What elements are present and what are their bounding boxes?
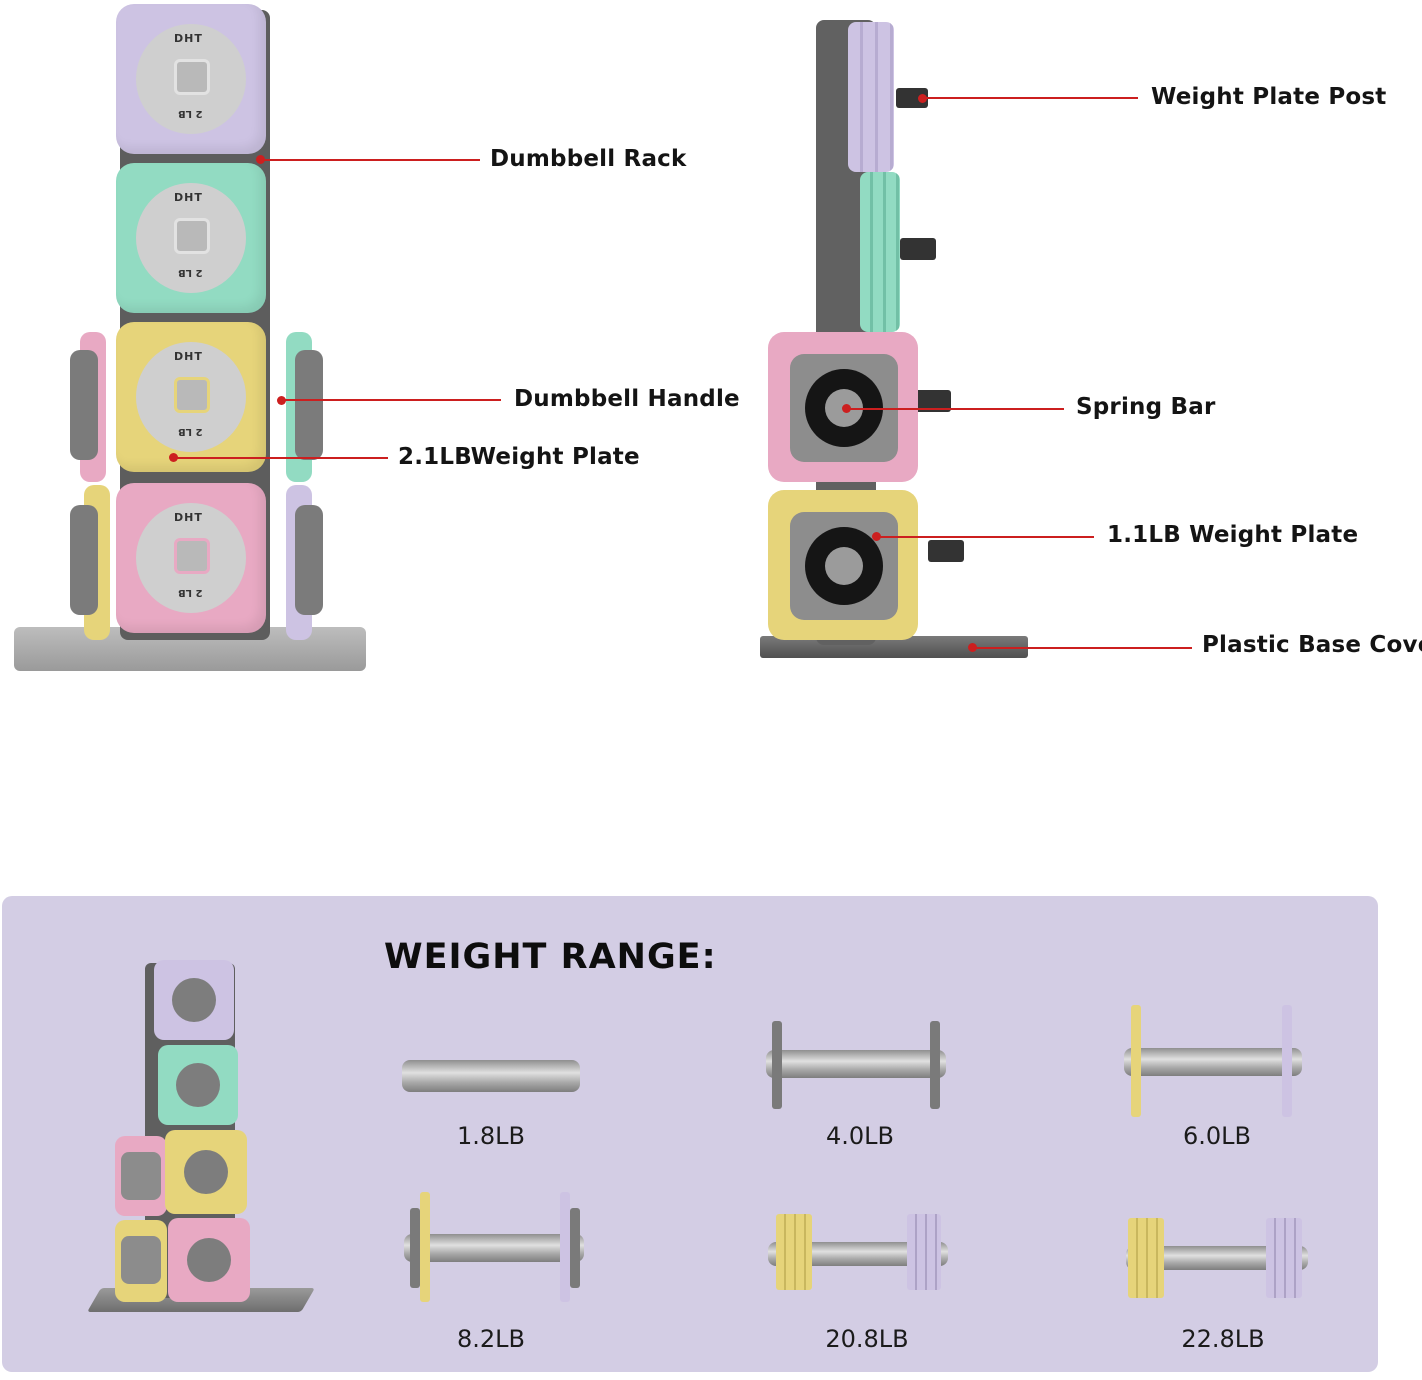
callout-dot — [169, 453, 178, 462]
weight-plate-post — [896, 88, 928, 108]
weight-label: 22.8LB — [1181, 1325, 1265, 1353]
plate-brand: DHT — [174, 350, 203, 363]
weight-label: 4.0LB — [825, 1122, 894, 1150]
label-1-1lb-weight-plate: 1.1LB Weight Plate — [1107, 522, 1359, 548]
weight-label: 20.8LB — [825, 1325, 909, 1353]
callout-dot — [256, 155, 265, 164]
label-dumbbell-rack: Dumbbell Rack — [490, 146, 687, 172]
plate-weight: 2 LB — [178, 587, 203, 598]
callout-dot — [842, 404, 851, 413]
plate-weight: 2 LB — [178, 267, 203, 278]
plate-edge-lavender — [848, 22, 894, 172]
weight-plate-post — [915, 390, 951, 412]
side-rack-illustration — [750, 10, 1050, 670]
callout-line — [924, 97, 1138, 99]
callout-line — [175, 457, 388, 459]
side-disc — [295, 505, 323, 615]
callout-dot — [918, 94, 927, 103]
weight-plate-post — [900, 238, 936, 260]
plate-mint: DHT 2 LB — [116, 163, 266, 313]
callout-dot — [277, 396, 286, 405]
label-weight-plate-post: Weight Plate Post — [1151, 84, 1387, 110]
label-plastic-base-cover: Plastic Base Cover — [1202, 632, 1422, 658]
weight-plate-post — [928, 540, 964, 562]
weight-label: 6.0LB — [1182, 1122, 1251, 1150]
side-disc — [70, 350, 98, 460]
weight-label: 8.2LB — [456, 1325, 525, 1353]
label-dumbbell-handle: Dumbbell Handle — [514, 386, 740, 412]
label-2-1lb-weight-plate: 2.1LBWeight Plate — [398, 444, 640, 470]
callout-line — [848, 408, 1064, 410]
callout-line — [878, 536, 1094, 538]
weight-label: 1.8LB — [456, 1122, 525, 1150]
plate-yellow-front — [768, 490, 918, 640]
plate-weight: 2 LB — [178, 426, 203, 437]
callout-dot — [968, 643, 977, 652]
plate-weight: 2 LB — [178, 108, 203, 119]
callout-line — [262, 159, 480, 161]
plate-yellow: DHT 2 LB — [116, 322, 266, 472]
plate-brand: DHT — [174, 32, 203, 45]
mini-rack-illustration — [87, 958, 320, 1323]
plate-edge-mint — [860, 172, 900, 332]
weight-range-title: WEIGHT RANGE: — [384, 937, 717, 977]
side-disc — [295, 350, 323, 460]
plate-lavender: DHT 2 LB — [116, 4, 266, 154]
callout-dot — [872, 532, 881, 541]
plate-brand: DHT — [174, 191, 203, 204]
front-rack-illustration: DHT 2 LB DHT 2 LB DHT 2 LB DHT 2 LB — [0, 0, 380, 690]
plate-brand: DHT — [174, 511, 203, 524]
callout-line — [974, 647, 1192, 649]
callout-line — [283, 399, 501, 401]
label-spring-bar: Spring Bar — [1076, 394, 1216, 420]
plate-pink: DHT 2 LB — [116, 483, 266, 633]
side-disc — [70, 505, 98, 615]
